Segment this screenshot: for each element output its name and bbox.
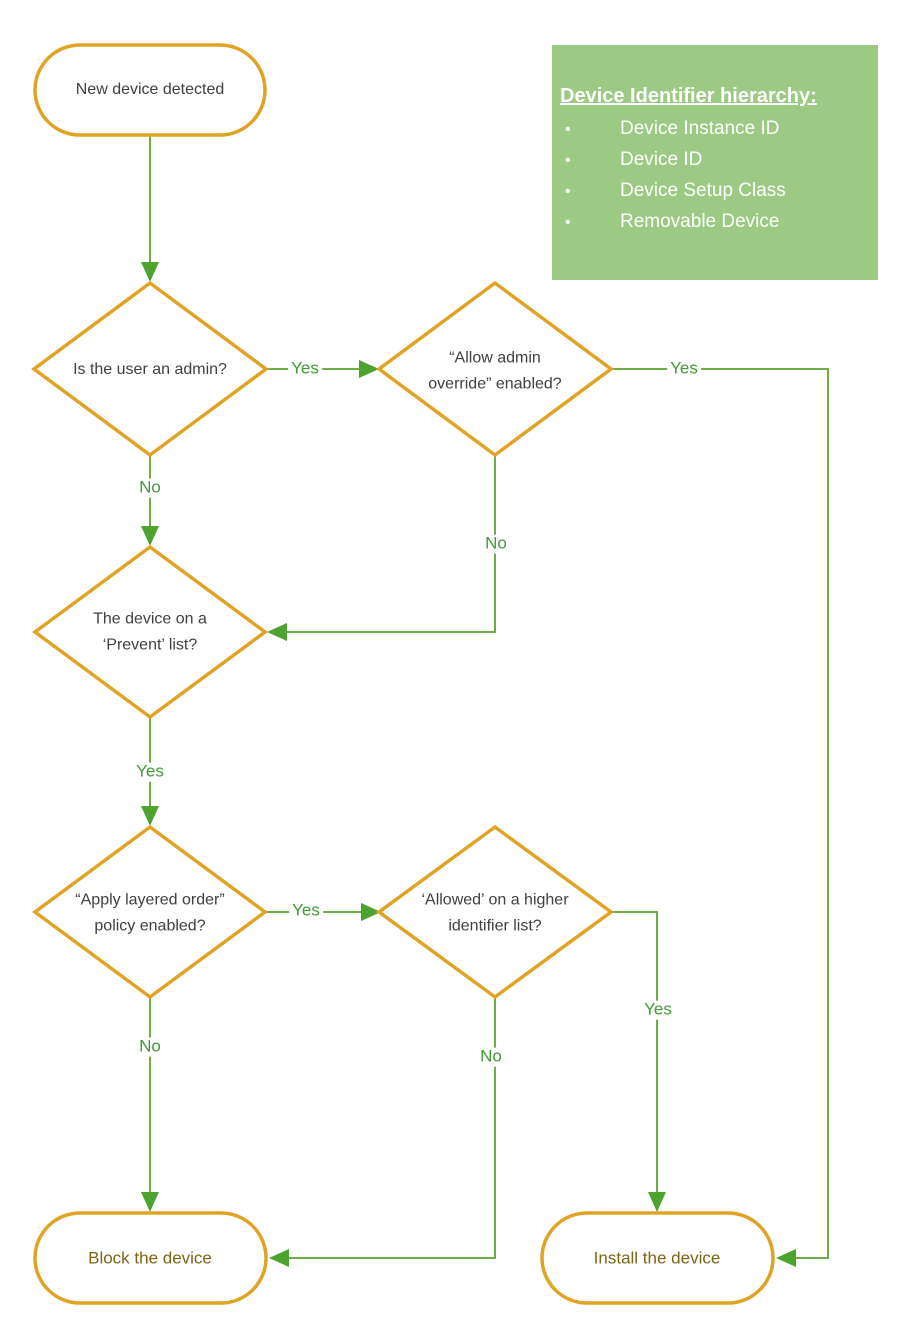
higher-decision-label: ‘Allowed’ on a higher identifier list? <box>421 891 569 934</box>
bullet-icon: • <box>565 121 571 138</box>
decision-admin-shape <box>31 280 269 458</box>
arrowhead-into-prevent-top-icon <box>141 526 159 546</box>
edge-label-prevent-yes: Yes <box>133 762 167 782</box>
edge-label-layered-no: No <box>136 1037 164 1057</box>
edge-label-higher-no: No <box>477 1047 505 1067</box>
list-item: • Device ID <box>560 149 872 171</box>
prevent-decision-label: The device on a ‘Prevent’ list? <box>93 610 207 653</box>
list-item: • Device Setup Class <box>560 180 872 202</box>
arrowhead-into-block-top-icon <box>141 1192 159 1212</box>
edge-override-no-to-prevent <box>287 455 496 633</box>
edge-label-higher-yes: Yes <box>641 1000 675 1020</box>
edge-label-admin-yes: Yes <box>288 359 322 379</box>
arrowhead-into-layered-icon <box>141 806 159 826</box>
legend-item-label: Removable Device <box>620 211 780 232</box>
legend-item-label: Device ID <box>620 149 703 170</box>
edge-label-override-no: No <box>482 534 510 554</box>
decision-higher-shape <box>376 824 614 1000</box>
list-item: • Removable Device <box>560 211 872 233</box>
start-terminator-shape <box>33 43 267 137</box>
arrowhead-into-block-right-icon <box>269 1249 289 1267</box>
arrowhead-into-prevent-right-icon <box>267 623 287 641</box>
legend-item-label: Device Setup Class <box>620 180 786 201</box>
edge-label-admin-no: No <box>136 478 164 498</box>
override-decision-label: “Allow admin override” enabled? <box>428 349 562 392</box>
arrowhead-into-install-top-icon <box>648 1192 666 1212</box>
bullet-icon: • <box>565 214 571 231</box>
arrowhead-into-install-right-icon <box>776 1249 796 1267</box>
arrowhead-into-higher-icon <box>361 903 381 921</box>
layered-decision-label: “Apply layered order” policy enabled? <box>75 891 225 934</box>
bullet-icon: • <box>565 183 571 200</box>
legend-item-label: Device Instance ID <box>620 118 780 139</box>
bullet-icon: • <box>565 152 571 169</box>
decision-layered-shape <box>32 824 268 1000</box>
edge-higher-no-to-block <box>289 997 496 1259</box>
list-item: • Device Instance ID <box>560 118 872 140</box>
block-node-label: Block the device <box>88 1248 212 1268</box>
install-node-label: Install the device <box>593 1248 721 1268</box>
edge-label-override-yes: Yes <box>667 359 701 379</box>
arrowhead-into-admin-icon <box>141 262 159 282</box>
decision-prevent-shape <box>32 544 268 720</box>
block-terminator-shape <box>33 1211 268 1305</box>
install-terminator-shape <box>540 1211 775 1305</box>
start-node-label: New device detected <box>75 81 225 99</box>
device-identifier-hierarchy-panel: Device Identifier hierarchy: • Device In… <box>552 45 878 280</box>
admin-decision-label: Is the user an admin? <box>73 361 227 379</box>
decision-override-shape <box>376 280 614 458</box>
legend-title: Device Identifier hierarchy: <box>560 85 817 107</box>
edge-higher-yes-to-install <box>611 911 658 1192</box>
arrowhead-into-override-icon <box>359 360 379 378</box>
edge-override-yes-to-install <box>611 368 829 1259</box>
edge-label-layered-yes: Yes <box>289 901 323 921</box>
